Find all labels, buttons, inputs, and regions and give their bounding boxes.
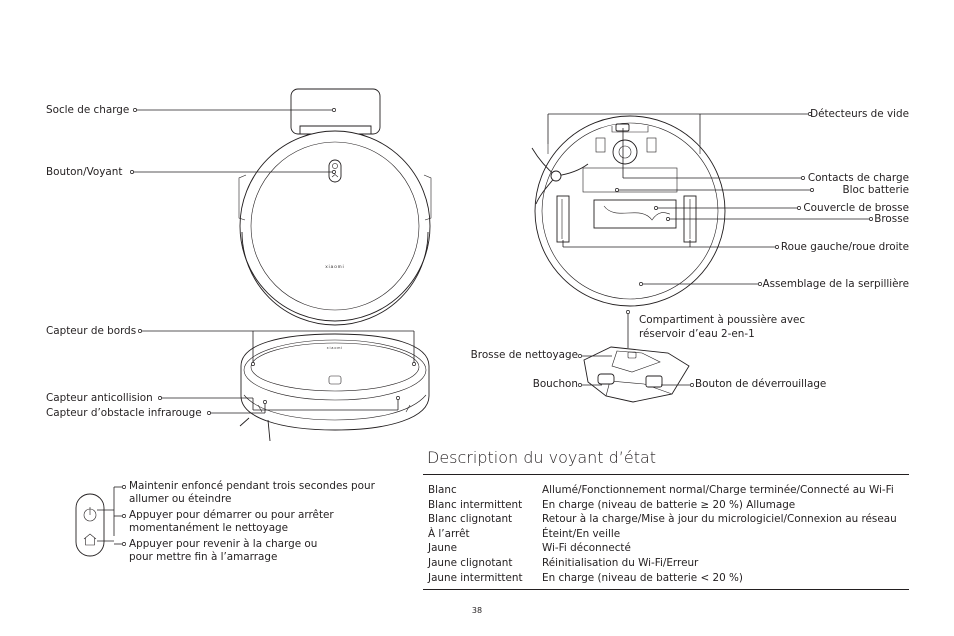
label-brush: Brosse [874,213,909,225]
leader-dots [122,108,873,546]
label-button-indicator: Bouton/Voyant [46,166,123,178]
status-section-title: Description du voyant d’état [427,448,657,467]
label-collision-sensor: Capteur anticollision [46,392,153,404]
status-meaning: Wi-Fi déconnecté [542,542,631,555]
leader-lines [132,109,871,414]
label-unlock-button: Bouton de déverrouillage [695,378,827,390]
table-row: Blanc intermittent En charge (niveau de … [428,498,897,513]
status-meaning: Réinitialisation du Wi-Fi/Erreur [542,556,699,569]
swivel-wheel [612,139,638,165]
label-dustbin-line2: réservoir d’eau 2-en-1 [639,328,755,340]
label-charging-contacts: Contacts de charge [807,172,909,184]
robot-top-body [239,130,431,322]
label-mop-assembly: Assemblage de la serpillière [762,278,910,290]
left-wheel [556,195,570,243]
table-row: Jaune intermittent En charge (niveau de … [428,571,897,586]
brand-mark-side: xiaomi [327,346,343,350]
status-meaning: Éteint/En veille [542,527,621,540]
status-meaning: En charge (niveau de batterie ≥ 20 %) Al… [542,498,796,511]
main-brush [603,205,671,221]
home-icon-small [331,174,339,178]
label-cliff-detectors: Détecteurs de vide [810,108,909,120]
status-meaning: Allumé/Fonctionnement normal/Charge term… [542,484,894,496]
robot-bottom-view [531,115,726,307]
charging-contacts [615,123,630,132]
label-dustbin-line1: Compartiment à poussière avec [639,314,806,326]
robot-top-view [238,88,432,326]
status-state: À l’arrêt [428,527,470,540]
table-top-rule [423,474,909,476]
table-row: Jaune Wi-Fi déconnecté [428,541,897,556]
label-brush-cover: Couvercle de brosse [803,202,909,214]
page-number: 38 [471,606,483,615]
table-bottom-rule [423,589,909,591]
brand-mark-top: xiaomi [325,264,344,269]
robot-side-view [239,333,430,442]
status-state: Blanc intermittent [428,498,523,511]
label-plug: Bouchon [532,378,578,390]
label-infrared-sensor: Capteur d’obstacle infrarouge [46,407,202,419]
label-wheels: Roue gauche/roue droite [780,241,909,253]
label-charging-dock: Socle de charge [46,104,130,116]
status-meaning: Retour à la charge/Mise à jour du microl… [542,513,897,526]
charging-dock [290,88,381,135]
table-row: Blanc clignotant Retour à la charge/Mise… [428,512,897,527]
button-panel-diagram [75,486,124,557]
help-home-line1: Appuyer pour revenir à la charge ou [129,538,318,550]
status-meaning: En charge (niveau de batterie < 20 %) [542,571,743,584]
brush-cover [593,199,677,229]
button-panel [75,493,105,557]
status-state: Jaune intermittent [428,571,523,584]
table-row: Jaune clignotant Réinitialisation du Wi-… [428,556,897,571]
power-icon [332,163,338,169]
help-home-line2: pour mettre fin à l’amarrage [129,551,278,563]
help-press-line2: momentanément le nettoyage [129,522,289,534]
status-state: Jaune [428,542,457,555]
status-table: Blanc Allumé/Fonctionnement normal/Charg… [428,483,897,585]
table-row: Blanc Allumé/Fonctionnement normal/Charg… [428,483,897,498]
status-state: Jaune clignotant [428,556,513,569]
unlock-button [645,375,663,388]
help-hold-line1: Maintenir enfoncé pendant trois secondes… [129,480,375,492]
label-battery-pack: Bloc batterie [842,184,909,196]
status-state: Blanc clignotant [428,513,513,526]
label-cleaning-brush: Brosse de nettoyage [470,349,578,361]
dustbin-illustration [583,346,690,403]
table-row: À l’arrêt Éteint/En veille [428,527,897,542]
dustbin-plug [597,373,615,385]
status-state: Blanc [428,484,457,496]
label-cliff-sensor: Capteur de bords [46,325,137,337]
battery-pack [582,167,678,193]
help-press-line1: Appuyer pour démarrer ou pour arrêter [129,509,334,521]
home-button-icon [83,533,97,546]
help-hold-line2: allumer ou éteindre [129,493,232,505]
robot-side-body [240,333,430,431]
